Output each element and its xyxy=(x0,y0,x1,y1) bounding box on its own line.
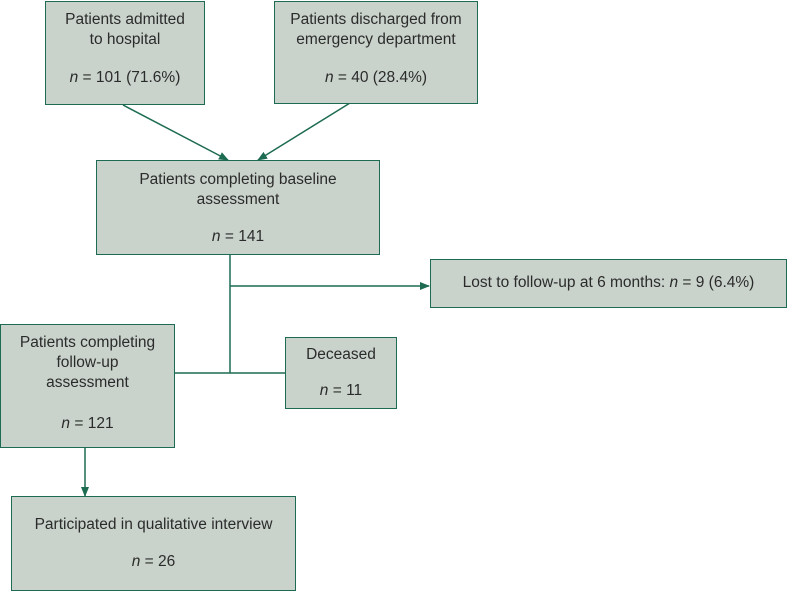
qualitative-n-symbol: n xyxy=(131,553,141,570)
admitted-n-symbol: n xyxy=(69,69,79,86)
followup-n-value: = 121 xyxy=(70,415,114,432)
deceased-box: Deceased n = 11 xyxy=(285,337,397,409)
baseline-n-value: = 141 xyxy=(220,228,265,245)
qualitative-count: n = 26 xyxy=(12,552,295,572)
baseline-label-line2: assessment xyxy=(196,191,280,208)
baseline-box: Patients completing baseline assessment … xyxy=(96,160,380,255)
admitted-count: n = 101 (71.6%) xyxy=(46,68,204,88)
deceased-label: Deceased xyxy=(306,346,376,363)
arrow-admitted-to-baseline xyxy=(122,104,229,161)
qualitative-label: Participated in qualitative interview xyxy=(34,516,273,533)
baseline-n-symbol: n xyxy=(211,228,221,245)
qualitative-n-value: = 26 xyxy=(140,553,176,570)
admitted-label-line2: to hospital xyxy=(89,31,161,48)
followup-count: n = 121 xyxy=(1,414,174,434)
followup-label-line2: follow-up xyxy=(56,354,119,371)
admitted-box: Patients admitted to hospital n = 101 (7… xyxy=(45,1,205,105)
lost-n-symbol: n xyxy=(669,274,679,291)
discharged-label-line1: Patients discharged from xyxy=(290,11,462,28)
lost-n-value: = 9 (6.4%) xyxy=(678,274,755,291)
deceased-n-value: = 11 xyxy=(328,382,363,399)
lost-followup-box: Lost to follow-up at 6 months: n = 9 (6.… xyxy=(430,259,787,308)
discharged-count: n = 40 (28.4%) xyxy=(275,68,477,88)
discharged-n-symbol: n xyxy=(324,69,334,86)
deceased-n-symbol: n xyxy=(319,382,329,399)
discharged-n-value: = 40 (28.4%) xyxy=(333,69,428,86)
arrow-discharged-to-baseline xyxy=(257,102,351,161)
baseline-label-line1: Patients completing baseline xyxy=(139,171,337,188)
qualitative-box: Participated in qualitative interview n … xyxy=(11,496,296,591)
followup-box: Patients completing follow-up assessment… xyxy=(0,324,175,448)
followup-n-symbol: n xyxy=(61,415,71,432)
baseline-count: n = 141 xyxy=(97,227,379,247)
lost-followup-label: Lost to follow-up at 6 months: xyxy=(462,274,670,291)
admitted-label-line1: Patients admitted xyxy=(65,11,185,28)
followup-label-line1: Patients completing xyxy=(19,334,156,351)
admitted-n-value: = 101 (71.6%) xyxy=(78,69,181,86)
deceased-count: n = 11 xyxy=(286,381,396,401)
discharged-box: Patients discharged from emergency depar… xyxy=(274,1,478,104)
lost-followup-text: Lost to follow-up at 6 months: n = 9 (6.… xyxy=(431,273,786,293)
discharged-label-line2: emergency department xyxy=(296,31,456,48)
followup-label-line3: assessment xyxy=(46,374,129,391)
